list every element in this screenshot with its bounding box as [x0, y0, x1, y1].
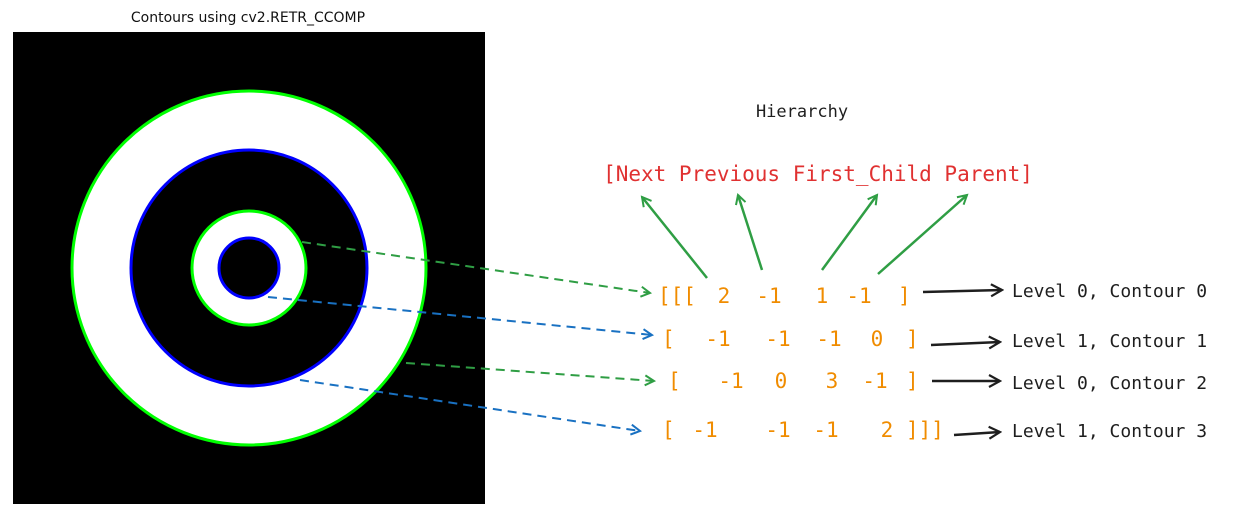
row-3-level-label: Level 1, Contour 3	[1012, 421, 1207, 442]
row-1-open-bracket: [	[662, 327, 675, 351]
row-2-close-bracket: ]	[906, 369, 919, 393]
row-1-value-1: -1	[765, 327, 790, 351]
dashed-arrow-contour-0	[301, 241, 650, 293]
row-0-close-bracket: ]	[898, 284, 911, 308]
hierarchy-title: Hierarchy	[756, 102, 848, 122]
row-3-value-1: -1	[765, 418, 790, 442]
row-1-close-bracket: ]	[906, 327, 919, 351]
row-3-close-bracket: ]]]	[906, 418, 944, 442]
row-2-open-bracket: [	[668, 369, 681, 393]
image-title: Contours using cv2.RETR_CCOMP	[131, 10, 365, 26]
row-0-value-2: 1	[816, 284, 829, 308]
dashed-arrow-contour-1	[267, 296, 652, 335]
contour-image	[13, 32, 485, 504]
row-1-value-3: 0	[871, 327, 884, 351]
row-0-open-bracket: [[[	[658, 284, 696, 308]
row-1-value-2: -1	[816, 327, 841, 351]
row-2-value-2: 3	[826, 369, 839, 393]
dashed-arrow-contour-3	[299, 379, 640, 431]
row-3-value-2: -1	[813, 418, 838, 442]
arrow-to-label-row-1	[930, 342, 1000, 345]
arrow-previous-field	[738, 195, 764, 271]
hierarchy-fields-label: [Next Previous First_Child Parent]	[603, 162, 1033, 186]
row-0-value-1: -1	[756, 284, 781, 308]
contour-3-center-hole	[217, 236, 281, 300]
row-0-value-3: -1	[846, 284, 871, 308]
arrow-to-label-row-3	[953, 432, 1000, 435]
arrow-parent-field	[877, 195, 967, 275]
row-1-value-0: -1	[705, 327, 730, 351]
row-3-value-3: 2	[881, 418, 894, 442]
row-1-level-label: Level 1, Contour 1	[1012, 331, 1207, 352]
row-0-level-label: Level 0, Contour 0	[1012, 281, 1207, 302]
row-2-level-label: Level 0, Contour 2	[1012, 373, 1207, 394]
arrow-first-child-field	[820, 195, 877, 271]
arrow-next-field	[642, 197, 708, 279]
dashed-arrow-contour-2	[405, 362, 654, 381]
row-0-value-0: 2	[718, 284, 731, 308]
row-2-value-0: -1	[718, 369, 743, 393]
row-2-value-3: -1	[862, 369, 887, 393]
row-3-open-bracket: [	[662, 418, 675, 442]
arrow-to-label-row-0	[922, 290, 1002, 292]
row-3-value-0: -1	[692, 418, 717, 442]
row-2-value-1: 0	[775, 369, 788, 393]
